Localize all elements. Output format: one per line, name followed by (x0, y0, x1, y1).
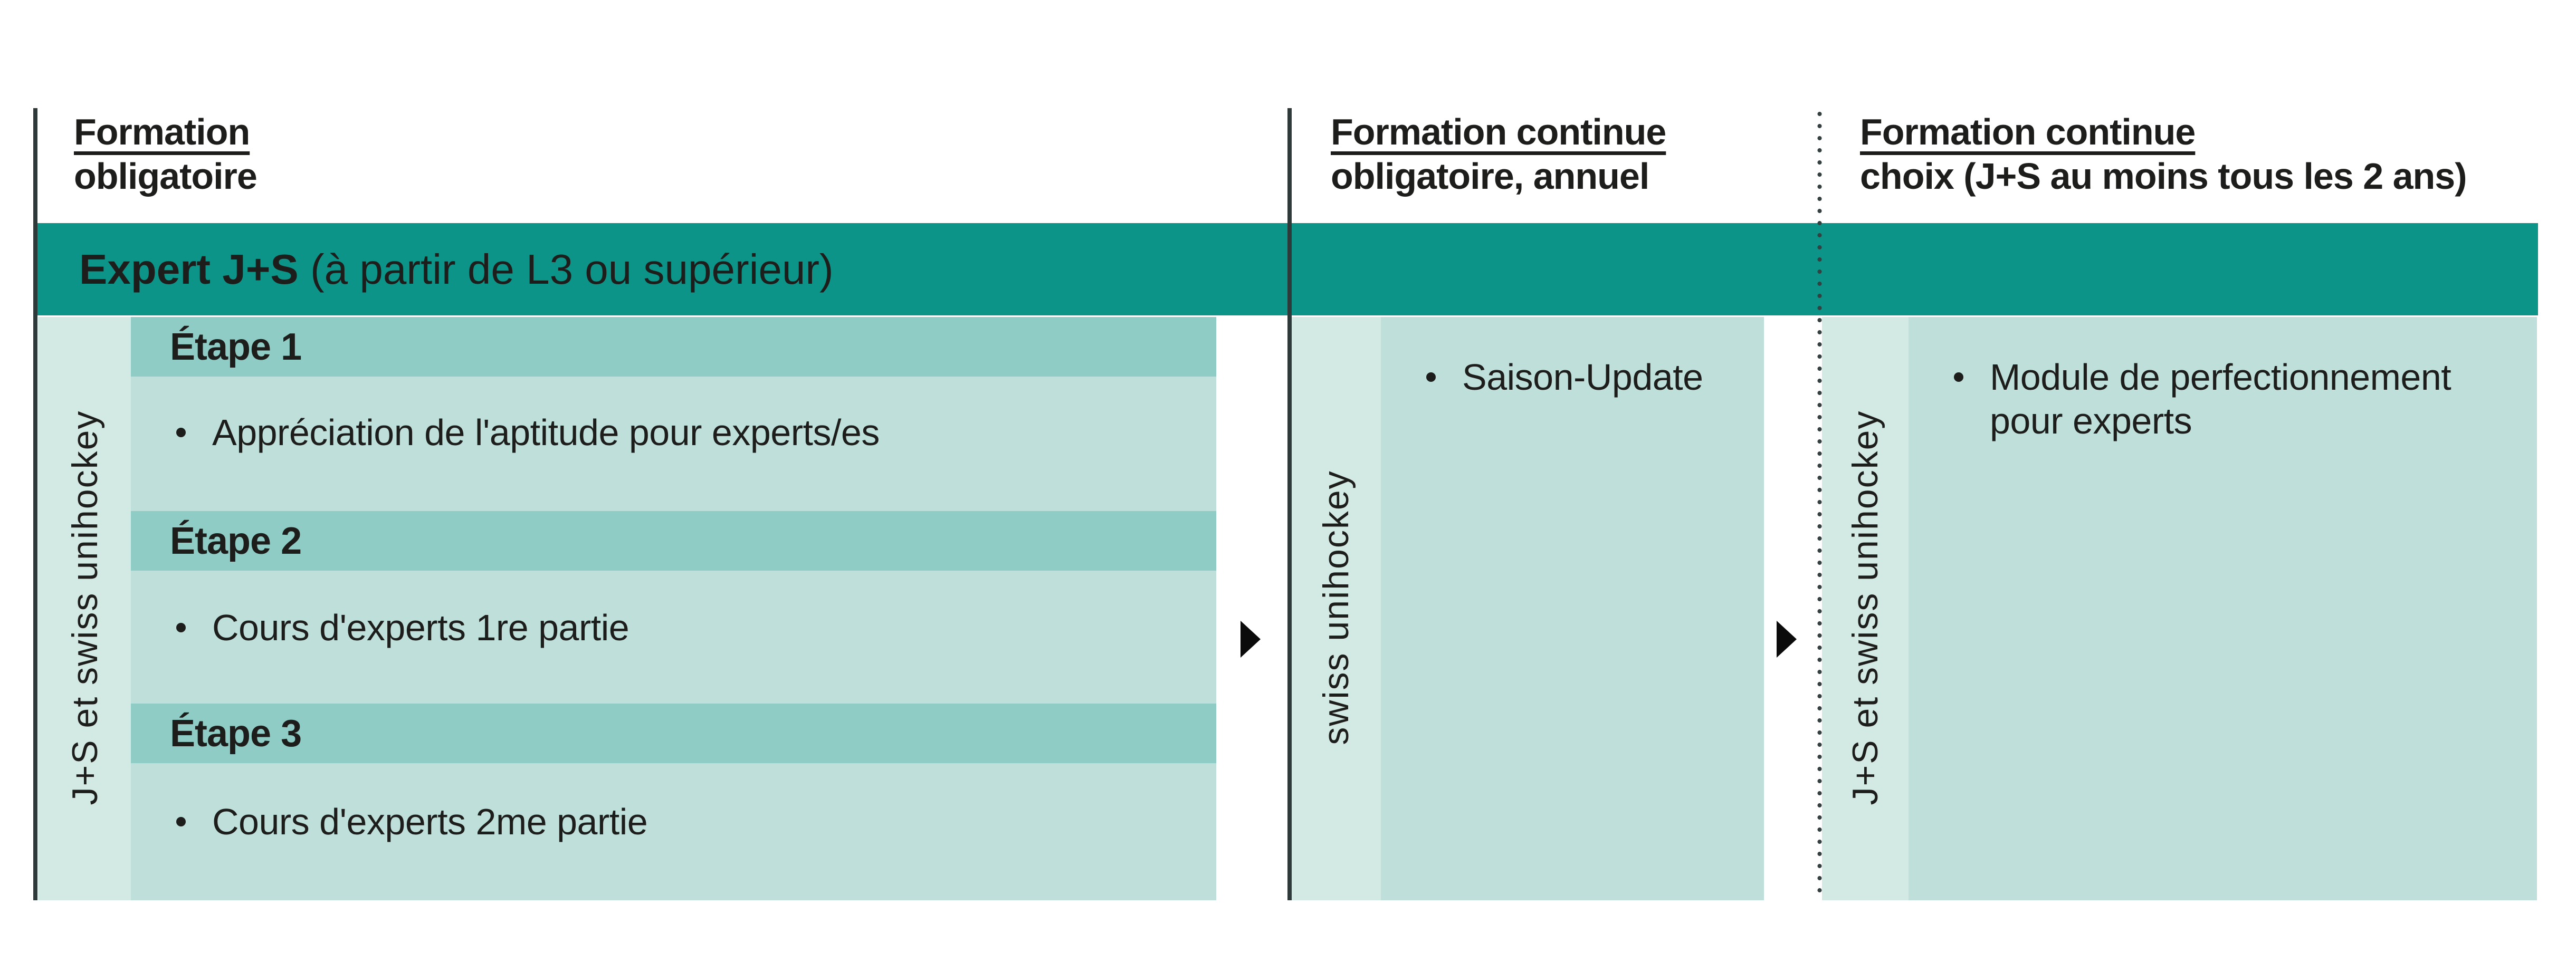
column3-header-line1: Formation continue (1860, 111, 2196, 152)
column2-label-strip (1292, 317, 1381, 900)
column1-header-line1: Formation (74, 111, 250, 152)
column1-side-label: J+S et swiss unihockey (65, 410, 105, 805)
step2-item: Cours d'experts 1re partie (131, 607, 629, 649)
bullet-icon (176, 623, 186, 632)
saison-update-text: Saison-Update (1462, 357, 1703, 398)
expert-banner: Expert J+S (à partir de L3 ou supérieur) (34, 223, 2538, 315)
column3-dotted-divider-line (1817, 108, 1822, 900)
column3-label-strip (1822, 317, 1909, 900)
column1-divider-line (33, 108, 37, 900)
column2-side-label: swiss unihockey (1316, 470, 1356, 745)
bullet-icon (176, 428, 186, 437)
column2-body: Saison-Update (1381, 317, 1764, 900)
step3-band: Étape 3 (131, 704, 1216, 763)
step2-band: Étape 2 (131, 511, 1216, 571)
module-perfectionnement-item: Module de perfectionnement pour experts (1909, 355, 2528, 443)
step2-title: Étape 2 (170, 519, 302, 562)
column2-header-line1: Formation continue (1331, 111, 1666, 152)
arrow-right-icon (1241, 621, 1261, 658)
module-perfectionnement-text: Module de perfectionnement pour experts (1990, 357, 2451, 441)
column1-body: Étape 1 Étape 2 Étape 3 Appréciation de … (131, 317, 1216, 900)
bullet-icon (176, 817, 186, 826)
column1-header-line2: obligatoire (74, 156, 257, 197)
step3-title: Étape 3 (170, 712, 302, 755)
column1-header: Formation obligatoire (74, 110, 257, 198)
bullet-icon (1426, 372, 1436, 382)
column2-header-line2: obligatoire, annuel (1331, 156, 1649, 197)
column2-divider-line (1287, 108, 1292, 900)
step1-title: Étape 1 (170, 325, 302, 368)
column1-label-strip (38, 317, 131, 900)
bullet-icon (1954, 372, 1963, 382)
column2-header: Formation continue obligatoire, annuel (1331, 110, 1666, 198)
saison-update-item: Saison-Update (1381, 356, 1703, 398)
arrow-right-icon (1777, 621, 1797, 658)
step1-item-text: Appréciation de l'aptitude pour experts/… (212, 412, 880, 453)
column3-side-label: J+S et swiss unihockey (1845, 410, 1885, 805)
step2-item-text: Cours d'experts 1re partie (212, 607, 629, 648)
step1-band: Étape 1 (131, 317, 1216, 377)
step3-item-text: Cours d'experts 2me partie (212, 801, 648, 842)
step3-item: Cours d'experts 2me partie (131, 801, 648, 843)
step1-item: Appréciation de l'aptitude pour experts/… (131, 411, 880, 454)
column3-header: Formation continue choix (J+S au moins t… (1860, 110, 2467, 198)
expert-banner-title: Expert J+S (79, 245, 299, 293)
expert-banner-subtitle: (à partir de L3 ou supérieur) (310, 245, 834, 293)
column3-header-line2: choix (J+S au moins tous les 2 ans) (1860, 156, 2467, 197)
column3-body: Module de perfectionnement pour experts (1909, 317, 2537, 900)
